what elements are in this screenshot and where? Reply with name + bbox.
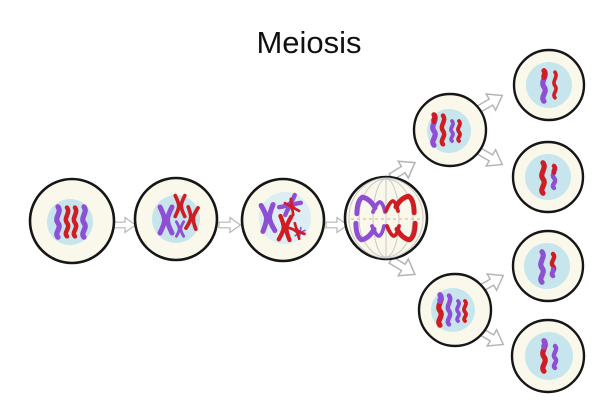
crossover-tip bbox=[440, 295, 441, 302]
cell-meiosis1-bottom bbox=[417, 272, 493, 348]
cell-parent bbox=[28, 177, 116, 265]
crossover-tip bbox=[544, 341, 545, 348]
arrow-step2 bbox=[218, 216, 242, 234]
cell-gamete-4 bbox=[510, 318, 586, 394]
arrow-step1 bbox=[113, 216, 137, 234]
cell-spindle bbox=[343, 175, 429, 261]
cell-gamete-3 bbox=[511, 229, 585, 303]
cell-condensed bbox=[133, 176, 219, 262]
cell-gamete-2 bbox=[511, 140, 585, 214]
nucleus bbox=[526, 62, 572, 108]
cell-meiosis1-top bbox=[412, 92, 488, 168]
nucleus bbox=[525, 332, 573, 380]
crossover-tip bbox=[544, 71, 545, 78]
page-title: Meiosis bbox=[256, 25, 361, 60]
cell-gamete-1 bbox=[512, 48, 586, 122]
crossover-tip bbox=[434, 115, 435, 122]
spindle-fibers bbox=[348, 177, 424, 259]
nucleus bbox=[524, 243, 570, 289]
crossover-tip bbox=[552, 269, 553, 276]
chromosome-purple bbox=[541, 252, 543, 282]
nucleus bbox=[525, 154, 571, 200]
cell-crossing-over bbox=[240, 177, 326, 263]
crossover-tip-overlay bbox=[554, 166, 555, 173]
